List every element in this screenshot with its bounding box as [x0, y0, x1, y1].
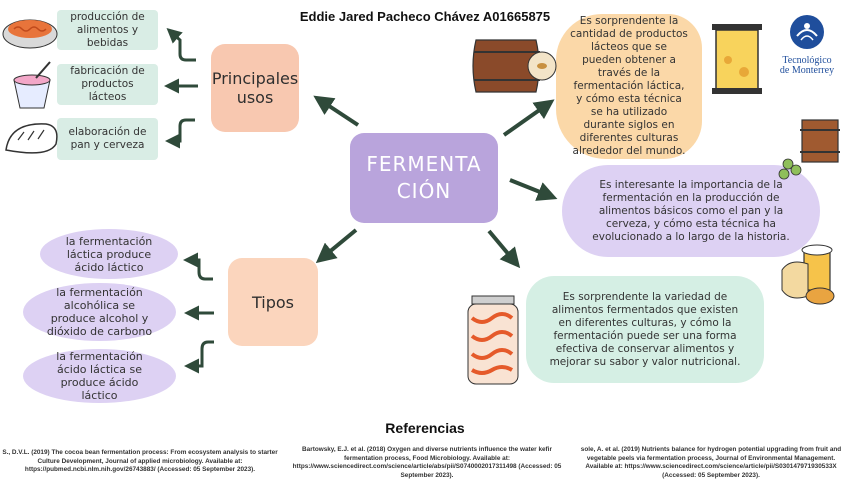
kimchi-jar-icon: [467, 295, 519, 385]
beer-bread-icon: [781, 244, 835, 305]
center-line-1: FERMENTA: [366, 152, 482, 176]
arrow-center-tipos: [315, 228, 358, 264]
note-lacteos: Es sorprendente la cantidad de productos…: [556, 14, 702, 159]
logo-line-2: de Monterrey: [779, 65, 835, 76]
cheese-press-icon: [712, 24, 762, 94]
center-node: FERMENTA CIÓN: [350, 133, 498, 223]
reference-1: S., D.V.L. (2019) The cocoa bean ferment…: [2, 449, 278, 473]
uso-item-2: fabricación de productos lácteos: [57, 64, 158, 105]
bread-icon: [5, 123, 58, 154]
arrow-center-lacteos: [502, 99, 555, 137]
reference-2: Bartowsky, E.J. et al. (2018) Oxygen and…: [292, 446, 562, 479]
uso-item-3: elaboración de pan y cerveza: [57, 118, 158, 160]
tipo-item-2: la fermentación alcohólica se produce al…: [23, 283, 176, 341]
arrow-usos-3: [165, 118, 195, 149]
arrow-center-variedad: [487, 229, 521, 269]
arrow-usos-1: [166, 28, 196, 62]
references-title: Referencias: [385, 420, 465, 436]
tipo-item-1: la fermentación láctica produce ácido lá…: [40, 229, 178, 279]
arrow-center-pan: [509, 178, 558, 201]
arrow-center-usos: [313, 95, 360, 127]
uso-item-1: producción de alimentos y bebidas: [57, 10, 158, 50]
pasta-bowl-icon: [2, 19, 58, 49]
tipos-title: Tipos: [251, 292, 294, 312]
tec-seal-icon: [790, 15, 824, 49]
reference-3: sole, A. et al. (2019) Nutrients balance…: [580, 446, 842, 479]
note-pan: Es interesante la importancia de la ferm…: [562, 165, 820, 257]
note-variedad: Es sorprendente la variedad de alimentos…: [526, 276, 764, 383]
tipos-node: Tipos: [228, 258, 318, 346]
arrow-tipos-3: [184, 340, 214, 374]
tipo-item-3: la fermentación ácido láctica se produce…: [23, 349, 176, 403]
wine-barrel-icon: [778, 119, 840, 180]
page-title: Eddie Jared Pacheco Chávez A01665875: [299, 9, 551, 24]
usos-title: Principales usos: [211, 69, 299, 107]
usos-node: Principales usos: [211, 44, 299, 132]
yogurt-icon: [13, 61, 51, 109]
barrel-icon: [472, 39, 557, 93]
center-line-2: CIÓN: [396, 179, 452, 203]
arrow-tipos-1: [183, 252, 213, 281]
logo-line-1: Tecnológico: [782, 55, 832, 66]
tec-logo: Tecnológico de Monterrey: [774, 12, 840, 76]
